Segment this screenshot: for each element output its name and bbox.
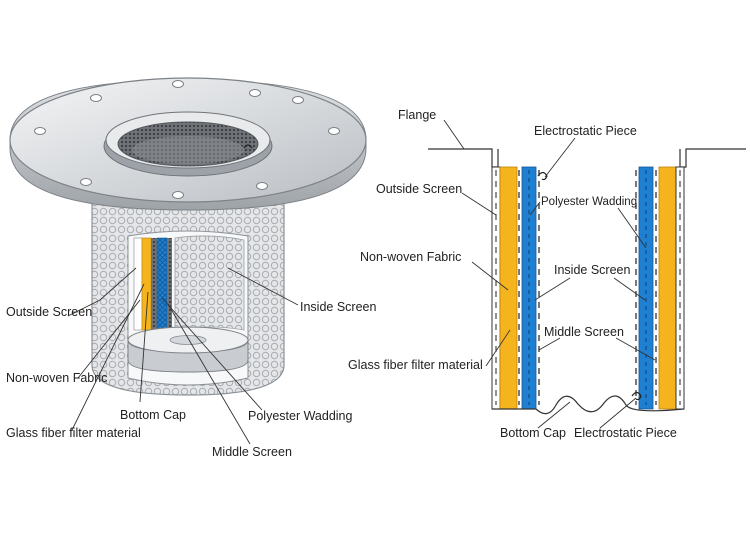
layered-wall-section	[133, 237, 172, 331]
left-leader-lines	[67, 267, 299, 445]
right-leader-lines	[443, 119, 656, 429]
left-label-polyester-wadding: Polyester Wadding	[248, 409, 352, 423]
right-label-glass-fiber: Glass fiber filter material	[348, 358, 483, 372]
flange-3d	[9, 77, 367, 211]
left-label-glass-fiber: Glass fiber filter material	[6, 426, 141, 440]
bottom-cap	[127, 326, 249, 373]
bottom-cap-profile	[492, 395, 685, 415]
right-label-middle-screen: Middle Screen	[544, 325, 624, 339]
electrostatic-clip-bottom	[631, 391, 642, 401]
right-cross-section-view: Flange Electrostatic Piece Outside Scree…	[348, 108, 746, 440]
right-label-bottom-cap: Bottom Cap	[500, 426, 566, 440]
right-label-polyester-wadding: Polyester Wadding	[541, 196, 637, 208]
left-cutaway-view: Outside Screen Inside Screen Non-woven F…	[6, 77, 376, 459]
right-label-outside-screen: Outside Screen	[376, 182, 462, 196]
flange-bolt-holes	[34, 80, 340, 199]
right-label-electrostatic-piece-top: Electrostatic Piece	[534, 124, 637, 138]
right-right-wall	[635, 166, 685, 410]
inner-mesh-visible	[174, 235, 245, 331]
right-label-electrostatic-piece-bottom: Electrostatic Piece	[574, 426, 677, 440]
right-label-inside-screen: Inside Screen	[554, 263, 630, 277]
left-label-bottom-cap: Bottom Cap	[120, 408, 186, 422]
flange-profile	[428, 148, 499, 168]
left-label-outside-screen: Outside Screen	[6, 305, 92, 319]
left-label-non-woven-fabric: Non-woven Fabric	[6, 371, 107, 385]
left-label-middle-screen: Middle Screen	[212, 445, 292, 459]
right-label-flange: Flange	[398, 108, 436, 122]
electrostatic-clip-top	[537, 171, 548, 181]
left-label-inside-screen: Inside Screen	[300, 300, 376, 314]
right-label-non-woven-fabric: Non-woven Fabric	[360, 250, 461, 264]
right-left-wall	[491, 166, 540, 410]
